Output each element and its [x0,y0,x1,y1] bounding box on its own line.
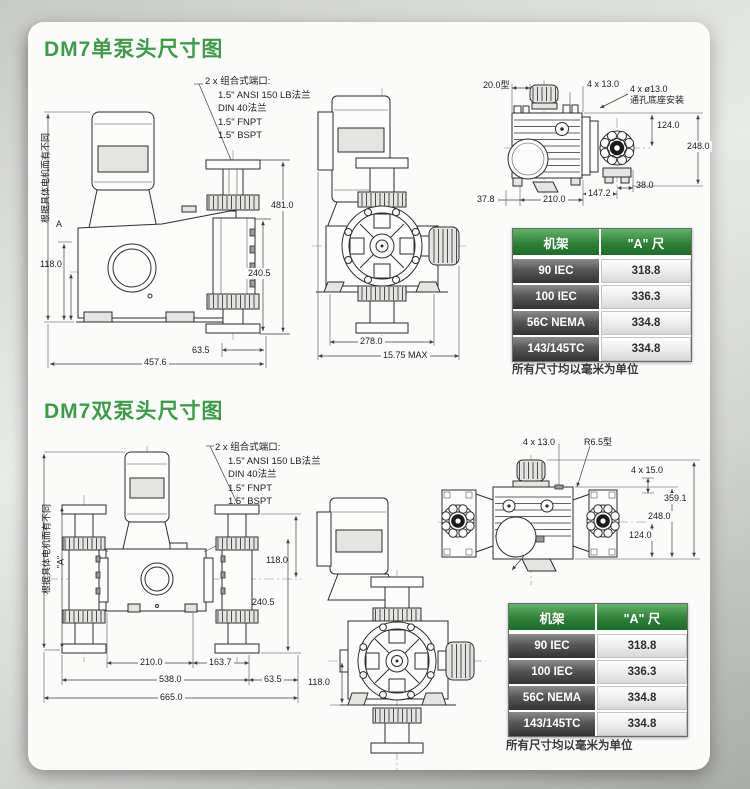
frame-cell: 143/145TC [509,712,597,736]
units-note: 所有尺寸均以毫米为单位 [506,740,633,752]
frame-cell: 100 IEC [513,285,601,309]
motor-variation-note: 根据具体电机而有不同 [41,503,52,595]
table-row: 90 IEC 318.8 [513,259,691,283]
dim-slots: 4 x 13.0 [587,79,620,89]
frame-cell: 56C NEMA [513,311,601,335]
port-note-line: DIN 40法兰 [218,103,267,114]
single-pump-top-view [498,80,703,206]
dim-37: 37.8 [477,194,495,204]
mounting-holes-line: 通孔底座安装 [630,95,685,105]
motor-variation-note: 根据具体电机而有不同 [40,132,51,224]
table-header-row: 机架 "A" 尺 [513,229,691,257]
dim-248: 248.0 [685,141,712,152]
mounting-holes-line: 4 x ø13.0 [630,84,668,94]
mounting-holes-note: 4 x ø13.0 通孔底座安装 [630,84,684,106]
port-note-line: 1.5" ANSI 150 LB法兰 [218,89,311,101]
table-row: 100 IEC 336.3 [509,660,687,684]
single-pump-front-view [312,88,468,360]
dim-63: 63.5 [262,674,284,685]
double-pump-side-view [42,445,302,703]
table-row: 143/145TC 334.8 [509,712,687,736]
column-header-a-dim: "A" 尺 [627,236,665,251]
dim-240: 240.5 [252,597,275,607]
port-note-line: DIN 40法兰 [228,469,277,480]
a-dim-cell: 336.3 [601,285,691,309]
port-options-note: 2 x 组合式端口: 1.5" ANSI 150 LB法兰 DIN 40法兰 1… [215,441,321,509]
a-dim-cell: 334.8 [601,337,691,361]
dim-max-width: 15.75 MAX [381,350,430,361]
dim-481: 481.0 [269,200,296,211]
dim-665: 665.0 [158,692,185,703]
a-dim-cell: 334.8 [597,712,687,736]
port-options-note: 2 x 组合式端口: 1.5" ANSI 150 LB法兰 DIN 40法兰 1… [205,75,311,143]
frame-cell: 143/145TC [513,337,601,361]
units-note: 所有尺寸均以毫米为单位 [512,364,639,376]
dim-a: A [56,219,63,229]
a-dim-cell: 318.8 [597,634,687,658]
dim-457: 457.6 [142,357,169,368]
column-header-frame: 机架 [509,604,597,630]
flange-gear [599,130,635,166]
flange-gear [586,504,620,538]
dim-a: "A" [55,555,66,569]
port-note-line: 2 x 组合式端口: [205,76,271,87]
single-pump-side-view [44,83,290,368]
table-row: 56C NEMA 334.8 [509,686,687,710]
single-pump-drawings [44,80,703,368]
port-note-line: 2 x 组合式端口: [215,442,281,453]
table-row: 143/145TC 334.8 [513,337,691,361]
table-row: 90 IEC 318.8 [509,634,687,658]
dim-slots-15: 4 x 15.0 [631,465,664,475]
section2-title: DM7双泵头尺寸图 [44,400,224,423]
dim-147: 147.2 [586,188,613,199]
dim-118: 118.0 [40,259,62,269]
flange-gear [441,504,475,538]
port-note-line: 1.5" ANSI 150 LB法兰 [228,455,321,467]
dim-slots: 4 x 13.0 [523,437,556,447]
table-header-row: 机架 "A" 尺 [509,604,687,632]
port-note-line: 1.5" BSPT [218,130,263,141]
column-header-frame: 机架 [513,229,601,255]
dim-210: 210.0 [541,194,568,205]
a-dim-cell: 334.8 [597,686,687,710]
double-pump-front-view [316,497,486,772]
a-dim-cell: 334.8 [601,311,691,335]
frame-dimension-table: 机架 "A" 尺 90 IEC 318.8 100 IEC 336.3 56C … [508,603,688,737]
table-row: 56C NEMA 334.8 [513,311,691,335]
a-dim-cell: 318.8 [601,259,691,283]
table-row: 100 IEC 336.3 [513,285,691,309]
double-pump-drawings [42,444,700,772]
dim-20-typ: 20.0型 [483,80,510,90]
frame-cell: 100 IEC [509,660,597,684]
frame-cell: 56C NEMA [509,686,597,710]
port-note-line: 1.5" BSPT [228,496,273,507]
frame-cell: 90 IEC [513,259,601,283]
dim-240: 240.5 [246,268,273,279]
dim-38: 38.0 [636,180,654,190]
dim-63: 63.5 [192,345,210,355]
dim-r65-typ: R6.5型 [584,437,613,447]
dim-124: 124.0 [627,530,654,541]
column-header-a-dim: "A" 尺 [623,611,661,626]
a-dim-cell: 336.3 [597,660,687,684]
dim-front-118: 118.0 [308,677,330,687]
port-note-line: 1.5" FNPT [228,482,273,494]
dim-124: 124.0 [655,120,682,131]
frame-cell: 90 IEC [509,634,597,658]
double-pump-top-view [438,444,700,585]
section1-title: DM7单泵头尺寸图 [44,38,224,61]
dim-163: 163.7 [207,657,234,668]
dim-278: 278.0 [358,336,385,347]
dim-248: 248.0 [646,511,673,522]
port-note-line: 1.5" FNPT [218,116,263,128]
dim-359: 359.1 [662,493,689,504]
dim-538: 538.0 [157,674,184,685]
dim-210: 210.0 [138,657,165,668]
frame-dimension-table: 机架 "A" 尺 90 IEC 318.8 100 IEC 336.3 56C … [512,228,692,362]
dim-118: 118.0 [266,555,288,565]
